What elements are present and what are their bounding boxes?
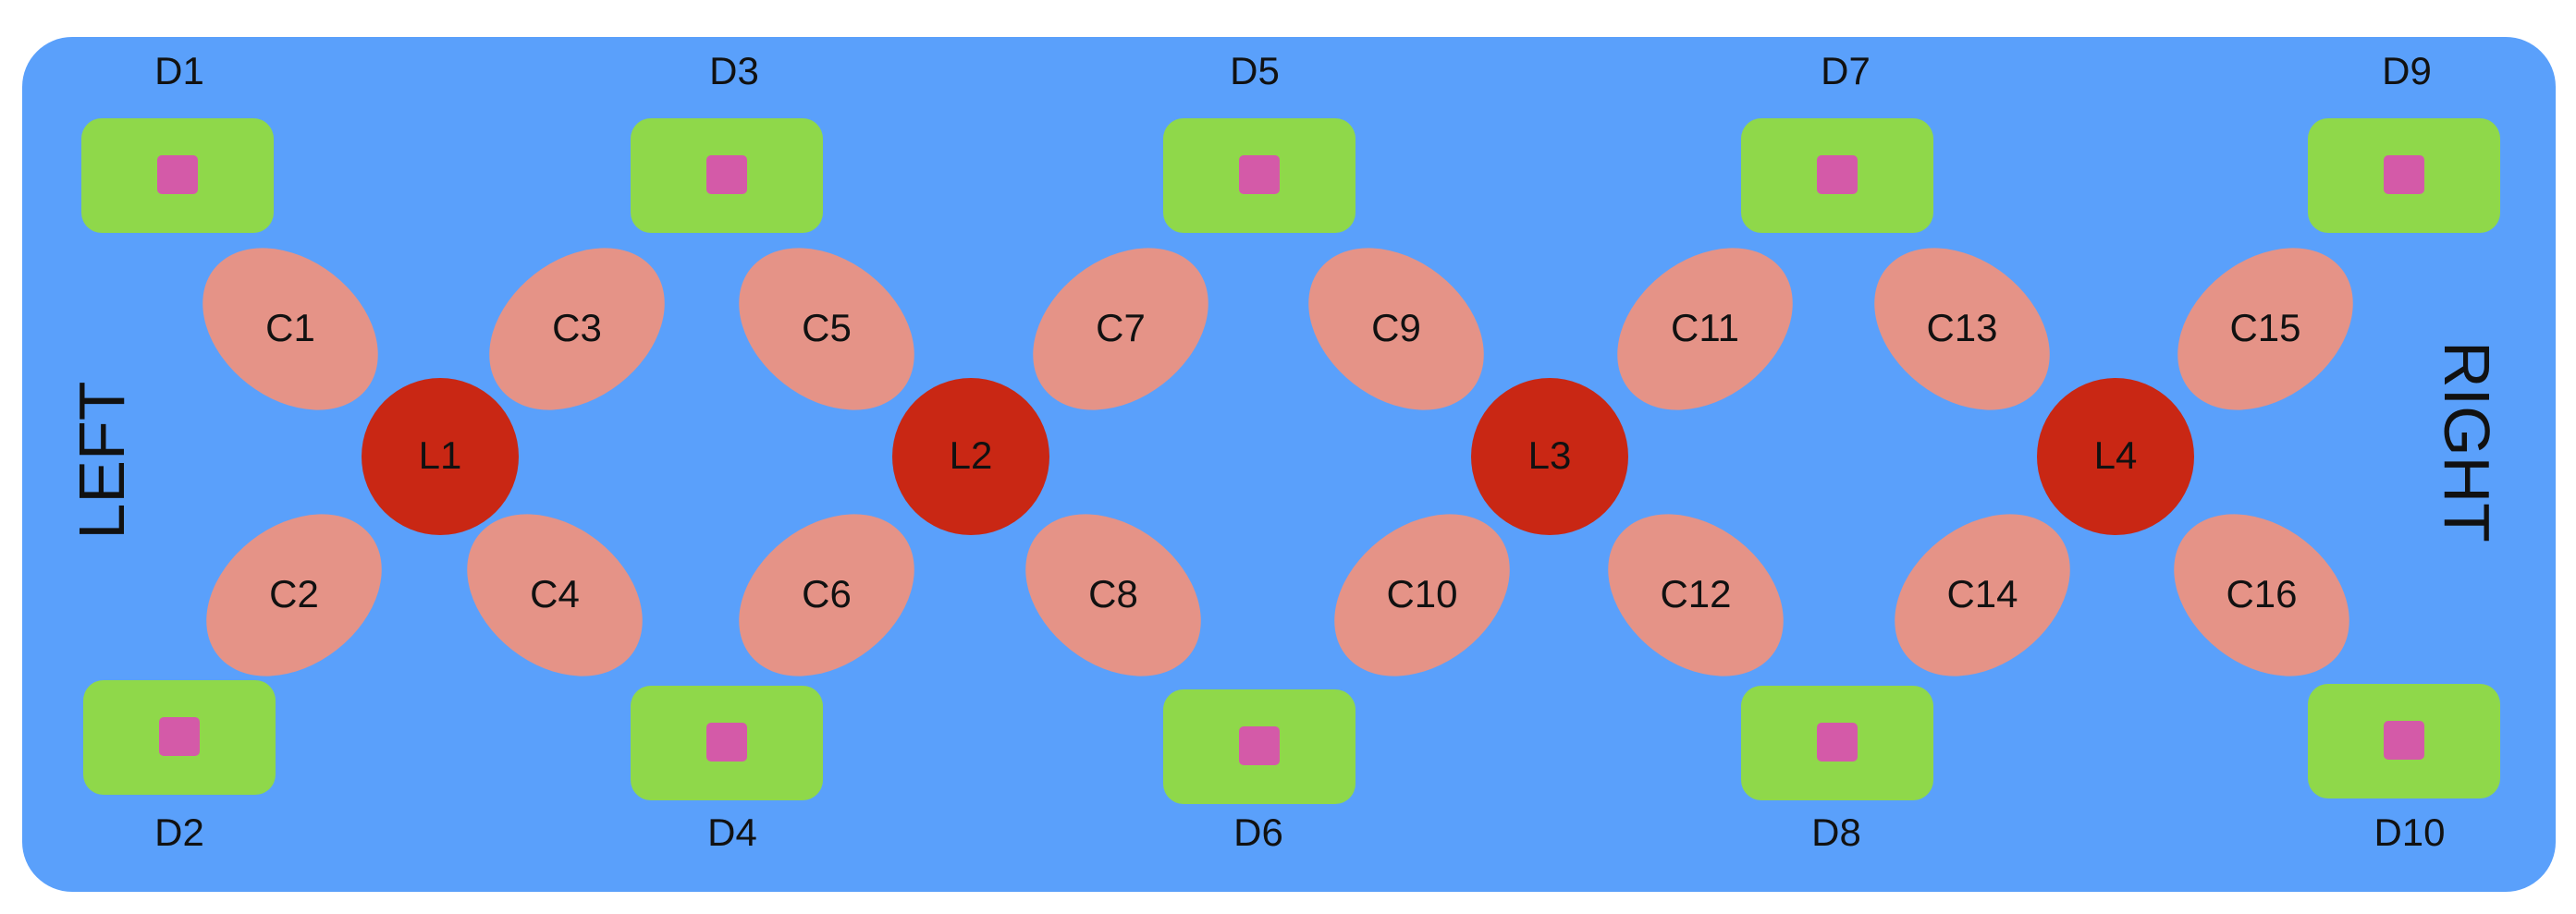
petal-label: C16 [2226, 572, 2298, 615]
node-l4 [2037, 378, 2194, 535]
node-label: L2 [949, 433, 993, 477]
pad-contact [706, 723, 747, 762]
pad-contact [2384, 155, 2424, 194]
pad-contact [159, 717, 200, 756]
pad-contact [706, 155, 747, 194]
node-label: L3 [1527, 433, 1572, 477]
pad-label: D7 [1821, 49, 1871, 92]
pad-d2 [83, 680, 276, 795]
pad-label: D4 [707, 810, 757, 854]
petal-label: C6 [802, 572, 852, 615]
pad-d9 [2308, 118, 2500, 233]
node-label: L4 [2093, 433, 2138, 477]
pad-d8 [1741, 686, 1933, 800]
pad-label: D5 [1230, 49, 1280, 92]
pad-label: D2 [154, 810, 204, 854]
node-label: L1 [418, 433, 462, 477]
pad-d7 [1741, 118, 1933, 233]
petal-label: C2 [269, 572, 319, 615]
pad-d6 [1163, 689, 1355, 804]
left-side-label: LEFT [66, 381, 138, 540]
pad-contact [2384, 721, 2424, 760]
pad-contact [1817, 723, 1858, 762]
petal-label: C5 [802, 306, 852, 349]
petal-label: C4 [530, 572, 580, 615]
petal-label: C1 [265, 306, 315, 349]
pad-d3 [631, 118, 823, 233]
petal-label: C9 [1371, 306, 1421, 349]
petal-label: C11 [1671, 306, 1739, 349]
pad-label: D9 [2382, 49, 2432, 92]
petal-label: C15 [2229, 306, 2301, 349]
pad-label: D6 [1233, 810, 1283, 854]
petal-label: C13 [1926, 306, 1998, 349]
pad-label: D1 [154, 49, 204, 92]
node-l1 [362, 378, 519, 535]
pad-contact [157, 155, 198, 194]
petal-label: C12 [1660, 572, 1732, 615]
pad-label: D3 [709, 49, 759, 92]
pad-d1 [81, 118, 274, 233]
pad-d5 [1163, 118, 1355, 233]
right-side-label: RIGHT [2431, 341, 2503, 542]
pad-contact [1817, 155, 1858, 194]
petal-label: C14 [1946, 572, 2018, 615]
node-l3 [1471, 378, 1628, 535]
petal-label: C7 [1096, 306, 1146, 349]
pad-label: D8 [1811, 810, 1861, 854]
pad-label: D10 [2374, 810, 2446, 854]
pad-contact [1239, 155, 1280, 194]
node-l2 [892, 378, 1049, 535]
pad-d10 [2308, 684, 2500, 798]
pad-contact [1239, 726, 1280, 765]
petal-label: C8 [1088, 572, 1138, 615]
petal-label: C10 [1386, 572, 1458, 615]
pad-d4 [631, 686, 823, 800]
petal-label: C3 [552, 306, 602, 349]
